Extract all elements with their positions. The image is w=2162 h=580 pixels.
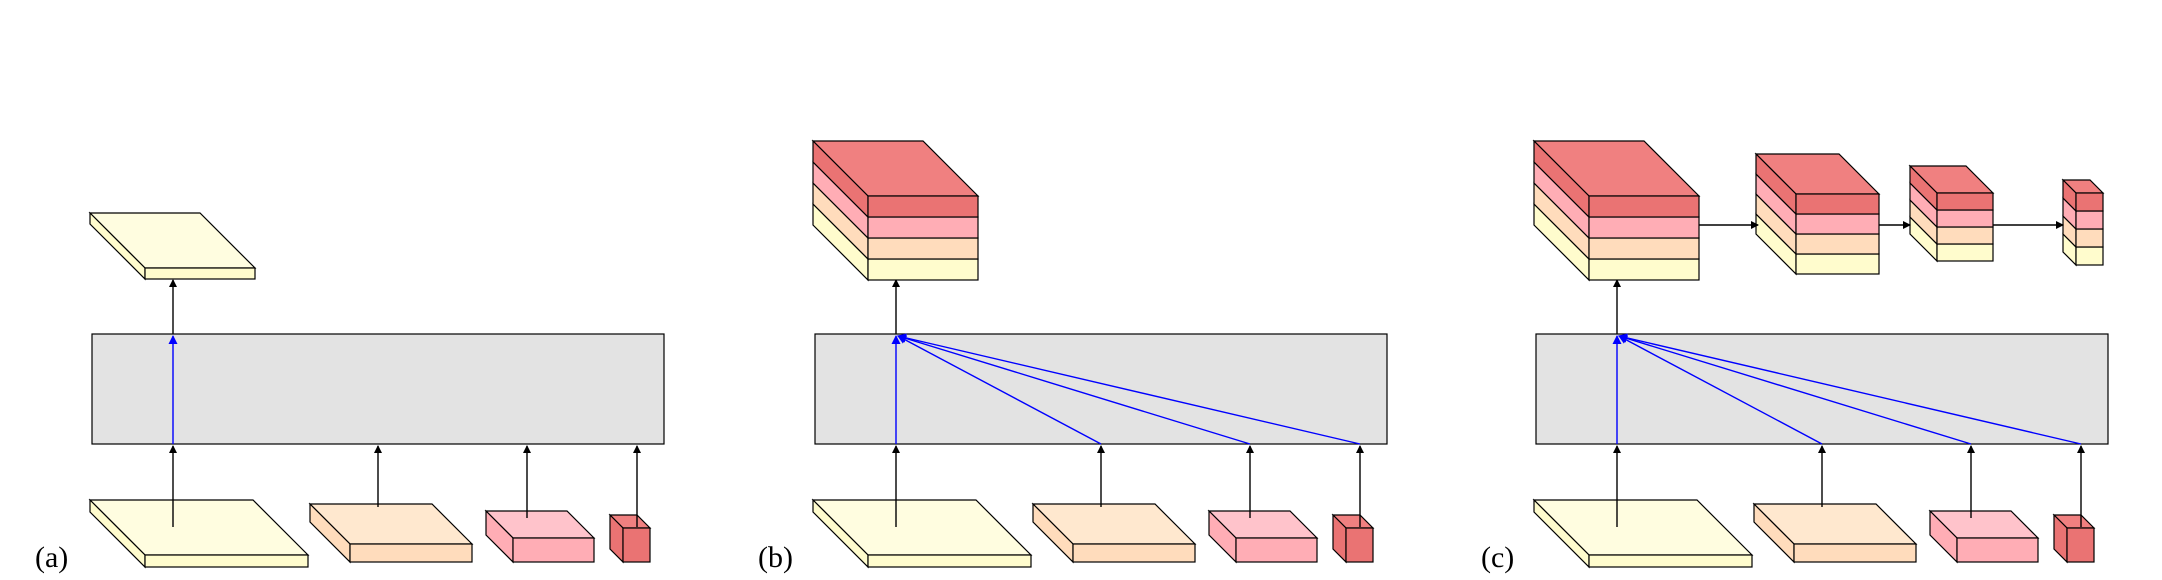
panel-a-input-level-1-front <box>144 554 309 568</box>
panel-c-output-stack-layer-3-front <box>1588 237 1700 260</box>
panel-b-input-level-3-front <box>1235 537 1318 563</box>
panel-c-stack-2-layer-4-front <box>1795 253 1880 275</box>
fusion-arrow-3 <box>1618 334 1972 445</box>
panel-label-c: (c) <box>1481 541 1514 574</box>
panel-c-output-stack-layer-2-front <box>1588 216 1700 239</box>
fusion-arrow-2 <box>897 335 1102 445</box>
panel-a: (a) <box>35 211 665 574</box>
feature-block-b <box>814 333 1388 445</box>
panel-b-output-stack-layer-1-front <box>867 195 979 218</box>
panel-b-output-stack-layer-3-front <box>867 237 979 260</box>
panel-c-output-stack-layer-4-front <box>1588 258 1700 281</box>
panel-c-output-stack-layer-1-front <box>1588 195 1700 218</box>
panel-a-input-level-3-front <box>512 537 595 563</box>
panel-c-input-level-1-top <box>1532 499 1754 556</box>
fusion-arrow-4 <box>1618 333 2082 445</box>
panel-b-output-stack-layer-2-front <box>867 216 979 239</box>
panel-c-stack-3-layer-1-front <box>1936 192 1994 211</box>
panel-c-input-level-1-front <box>1588 554 1753 568</box>
fusion-arrow-3 <box>897 334 1251 445</box>
panels-root: (a) (b) (c) <box>35 139 2109 574</box>
feature-block-a <box>91 333 665 445</box>
panel-b-input-level-1-top <box>811 499 1033 556</box>
panel-a-input-level-1-top <box>88 499 310 556</box>
panel-c-stack-4-layer-2-front <box>2075 210 2104 230</box>
panel-c-stack-2-layer-2-front <box>1795 213 1880 235</box>
panel-c-stack-4-layer-1-front <box>2075 192 2104 212</box>
panel-label-a: (a) <box>35 541 68 574</box>
panel-b-output-stack-layer-4-front <box>867 258 979 281</box>
feature-block-c <box>1535 333 2109 445</box>
fusion-arrow-4 <box>897 333 1361 445</box>
panel-c-stack-3-layer-4-front <box>1936 243 1994 262</box>
fusion-arrow-2 <box>1618 335 1823 445</box>
panel-c-stack-4-layer-4-front <box>2075 246 2104 266</box>
panel-a-input-level-4-front <box>622 527 651 563</box>
panel-c-input-level-4-front <box>2066 527 2095 563</box>
panel-c-input-level-2-front <box>1793 543 1917 563</box>
panel-a-input-level-2-front <box>349 543 473 563</box>
panel-c-stack-2-layer-3-front <box>1795 233 1880 255</box>
panel-c-stack-3-layer-2-front <box>1936 209 1994 228</box>
panel-c: (c) <box>1481 139 2109 574</box>
panel-c-stack-3-layer-3-front <box>1936 226 1994 245</box>
panel-c-stack-2-layer-1-front <box>1795 193 1880 215</box>
panel-a-output-plate-front <box>144 267 256 280</box>
panel-b: (b) <box>758 139 1388 574</box>
panel-b-input-level-2-front <box>1072 543 1196 563</box>
panel-c-input-level-3-front <box>1956 537 2039 563</box>
panel-c-stack-4-layer-3-front <box>2075 228 2104 248</box>
panel-b-input-level-1-front <box>867 554 1032 568</box>
panel-label-b: (b) <box>758 541 793 574</box>
panel-b-input-level-4-front <box>1345 527 1374 563</box>
